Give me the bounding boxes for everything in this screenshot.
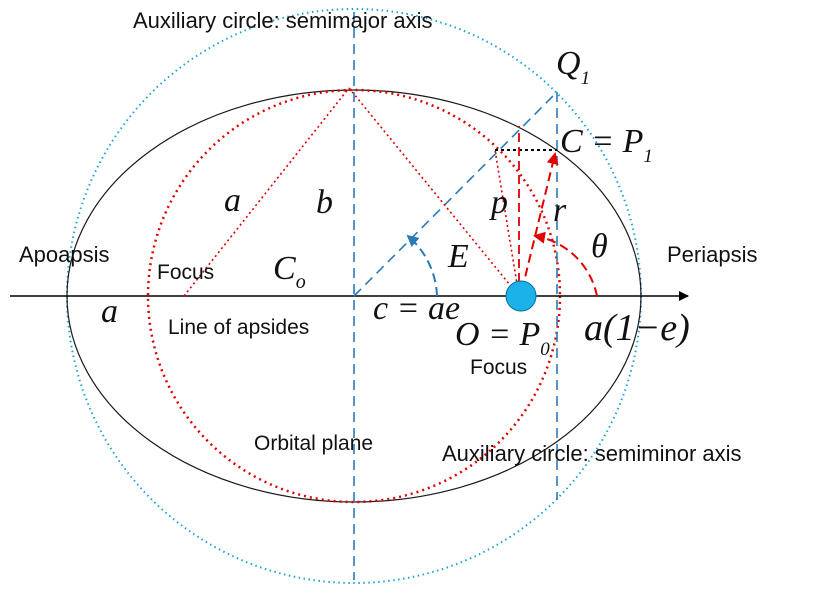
p-label: p — [489, 184, 508, 221]
co-label: Co — [273, 250, 306, 293]
theta-arc — [533, 231, 598, 297]
a-one-minus-e-label: a(1−e) — [584, 307, 690, 349]
apoapsis-label: Apoapsis — [19, 242, 110, 267]
c-equals-ae-label: c = ae — [373, 290, 460, 327]
periapsis-label: Periapsis — [667, 242, 757, 267]
semimajor-a-line — [183, 87, 350, 297]
a-diag-label: a — [224, 182, 241, 219]
line-of-apsides-label: Line of apsides — [168, 316, 309, 339]
focus-right-label: Focus — [470, 356, 527, 379]
focus-to-semilatus-line — [494, 149, 520, 297]
radius-r-arrow — [521, 152, 559, 291]
r-label: r — [553, 192, 567, 229]
theta-label: θ — [591, 228, 608, 265]
b-label: b — [316, 184, 333, 221]
eccentric-anomaly-arc — [406, 234, 438, 297]
focus-left-label: Focus — [157, 261, 214, 284]
e-anomaly-label: E — [447, 238, 469, 275]
aux-major-label: Auxiliary circle: semimajor axis — [133, 8, 433, 33]
a-left-label: a — [101, 293, 118, 330]
focus-body — [505, 280, 537, 312]
orbital-plane-label: Orbital plane — [254, 432, 373, 455]
o-equals-p0-label: O = P0 — [455, 316, 550, 360]
q1-label: Q1 — [556, 45, 590, 89]
c-equals-p1-label: C = P1 — [560, 123, 653, 167]
aux-minor-label: Auxiliary circle: semiminor axis — [442, 441, 742, 466]
